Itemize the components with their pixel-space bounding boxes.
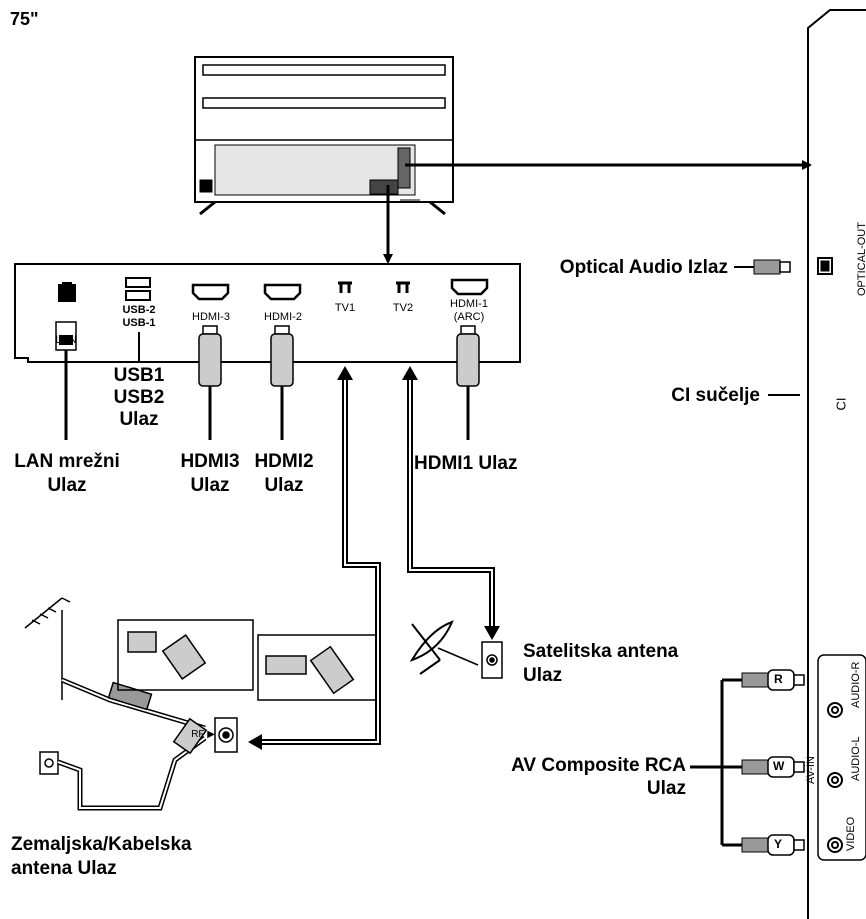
av-label-line2: Ulaz xyxy=(646,778,686,799)
av-in-side-label: AV-IN xyxy=(805,756,817,784)
arc-port-label: (ARC) xyxy=(453,311,485,323)
terrestrial-label-line2: antena Ulaz xyxy=(11,858,117,879)
usb-port-icon xyxy=(125,277,151,301)
plug-y-label: Y xyxy=(774,837,783,851)
tv-back-illustration xyxy=(194,56,454,216)
usb-label-line1: USB1 xyxy=(113,365,165,386)
rca-cables xyxy=(690,669,805,856)
satellite-label-line2: Ulaz xyxy=(523,665,563,686)
lan-label-line2: Ulaz xyxy=(47,475,87,496)
satellite-label-line1: Satelitska antena xyxy=(523,641,679,662)
audio-r-side-label: AUDIO-R xyxy=(850,661,862,708)
hdmi-port-icon xyxy=(191,278,489,301)
terrestrial-label-line1: Zemaljska/Kabelska xyxy=(11,834,192,855)
hdmi3-label-line1: HDMI3 xyxy=(180,451,240,472)
audio-l-side-label: AUDIO-L xyxy=(850,736,862,781)
ci-label: CI sučelje xyxy=(671,385,760,406)
hdmi2-label-line1: HDMI2 xyxy=(254,451,314,472)
satellite-wall-socket xyxy=(481,641,503,679)
ci-side-label: CI xyxy=(833,397,849,411)
usb-label-line3: Ulaz xyxy=(119,409,159,430)
lan-label-line1: LAN mrežni xyxy=(14,451,120,472)
hdmi-cable xyxy=(198,325,480,440)
av-input-box xyxy=(817,654,866,861)
terrestrial-antenna-illustration xyxy=(24,597,377,811)
usb-label-line2: USB2 xyxy=(113,387,165,408)
tv1-cable xyxy=(248,366,381,750)
hdmi3-label-line2: Ulaz xyxy=(190,475,230,496)
screen-size-label: 75" xyxy=(10,9,39,29)
hdmi3-port-label: HDMI-3 xyxy=(192,311,230,323)
tv2-port-label: TV2 xyxy=(392,302,414,314)
satellite-dish-icon xyxy=(409,620,479,675)
optical-cable xyxy=(734,257,833,275)
lan-port-label: LAN xyxy=(55,334,77,346)
tv2-cable xyxy=(402,366,500,640)
tv1-port-label: TV1 xyxy=(334,302,356,314)
plug-r-label: R xyxy=(774,672,783,686)
hdmi1-label: HDMI1 Ulaz xyxy=(414,453,518,474)
hdmi2-label-line2: Ulaz xyxy=(264,475,304,496)
hdmi2-port-label: HDMI-2 xyxy=(264,311,302,323)
av-label-line1: AV Composite RCA xyxy=(511,755,686,776)
usb1-port-label: USB-1 xyxy=(122,317,156,329)
lan-cable xyxy=(55,321,77,440)
lan-port-icon xyxy=(58,282,76,302)
video-side-label: VIDEO xyxy=(845,816,857,851)
optical-out-side-label: OPTICAL-OUT xyxy=(856,222,866,296)
bottom-connector-panel xyxy=(14,263,521,363)
coax-port-icon xyxy=(338,281,410,293)
side-panel-outline xyxy=(807,9,866,919)
optical-label: Optical Audio Izlaz xyxy=(559,257,728,278)
plug-w-label: W xyxy=(773,759,785,773)
rca-jack-icons xyxy=(827,702,843,853)
usb2-port-label: USB-2 xyxy=(122,304,156,316)
rf-port-label: RF ▶ xyxy=(191,729,215,740)
hdmi1-port-label: HDMI-1 xyxy=(450,298,488,310)
